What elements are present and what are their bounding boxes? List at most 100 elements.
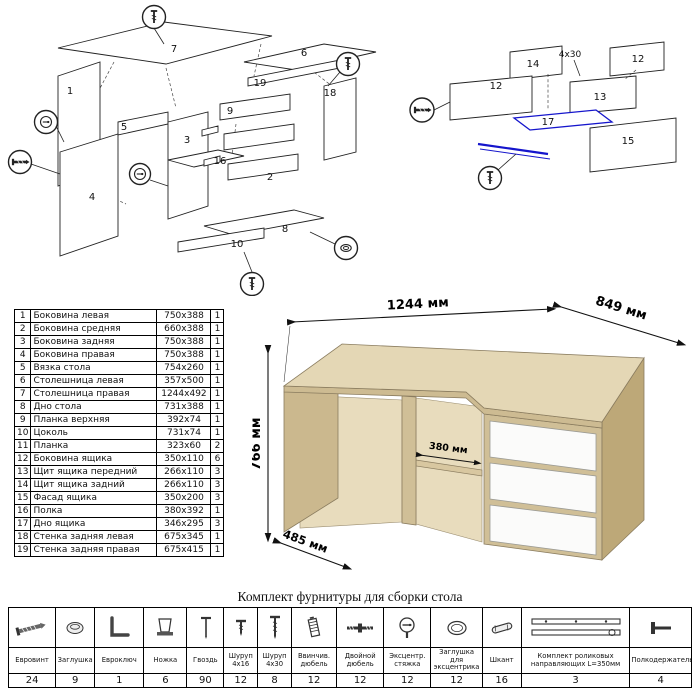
part-size: 660x388 [156,322,212,336]
part-size: 754x260 [156,361,212,375]
hardware-icon-cell [629,607,692,648]
hardware-qty: 12 [383,673,432,688]
drawer-slides-icon [530,617,621,636]
part-size: 392x74 [156,413,212,427]
part-number-label: 12 [632,54,645,65]
exploded-panels [57,21,377,257]
part-number-label: 4 [89,192,95,203]
hardware-icon-cell [257,607,292,648]
hardware-qty-row: 24 9 1 6 90 12 8 12 12 12 12 16 3 4 [7,673,692,688]
part-name: Столешница левая [30,374,158,388]
part-qty: 3 [210,517,225,531]
nail-icon [201,616,212,639]
part-number-label: 17 [542,117,555,128]
hardware-name: Комплект роликовых направляющих L=350мм [520,647,631,674]
drawer-fronts [489,420,597,556]
hardware-name: Гвоздь [186,647,225,674]
part-name: Планка верхняя [30,413,158,427]
part-name: Полка [30,504,158,518]
screw-4x16-icon [235,619,246,636]
hardware-qty: 12 [430,673,483,688]
part-qty: 1 [210,348,225,362]
part-number-label: 7 [171,44,177,55]
part-qty: 1 [210,374,225,388]
part-num: 8 [13,400,32,414]
shelf-support-icon [650,621,671,634]
part-size: 675x345 [156,530,212,544]
exploded-diagram-drawer: 14 12 12 13 17 15 4x30 [409,41,677,191]
desk-body [282,343,645,561]
part-size: 323x60 [156,439,212,453]
hardware-name: Шуруп 4x30 [257,647,292,674]
part-qty: 6 [210,452,225,466]
part-size: 731x388 [156,400,212,414]
hardware-caption: Комплект фурнитуры для сборки стола [237,589,463,604]
hardware-qty: 12 [223,673,259,688]
part-number-label: 16 [214,156,227,167]
double-dowel-icon [347,623,374,632]
hardware-icon-cell [7,607,57,648]
hardware-name: Заглушка для эксцентрика [430,647,483,674]
part-name: Боковина левая [30,309,158,323]
euroscrew-icon [15,622,46,636]
part-size: 266x110 [156,465,212,479]
screw-4x30-icon [269,615,280,639]
part-qty: 1 [210,361,225,375]
part-name: Щит ящика задний [30,478,158,492]
part-size: 357x500 [156,374,212,388]
part-num: 6 [13,374,32,388]
part-number-label: 15 [622,136,635,147]
hardware-qty: 16 [481,673,522,688]
dimension-left-depth-label: 485 мм [281,527,330,556]
part-size: 750x388 [156,348,212,362]
hardware-name: Ввинчив. дюбель [290,647,338,674]
part-qty: 1 [210,322,225,336]
hardware-icon-cell [383,607,432,648]
dimension-height-label: 766 мм [252,418,264,471]
hardware-name: Шуруп 4x16 [223,647,259,674]
hardware-qty: 90 [186,673,225,688]
exploded-diagram-desk: 7 6 19 18 5 3 16 2 9 1 4 10 8 [7,4,377,296]
screw-callout-icons [7,4,361,296]
part-name: Вязка стола [30,361,158,375]
part-number-label: 3 [184,135,190,146]
part-qty: 1 [210,400,225,414]
part-num: 10 [13,426,32,440]
part-name: Щит ящика передний [30,465,158,479]
hardware-qty: 4 [629,673,692,688]
screw-callout-icons [409,97,503,191]
part-name: Столешница правая [30,387,158,401]
threaded-dowel-icon [307,616,321,637]
part-qty: 1 [210,543,225,557]
part-size: 266x110 [156,478,212,492]
hardware-qty: 12 [290,673,338,688]
dimension-lines [264,301,687,570]
hardware-qty: 9 [55,673,96,688]
hardware-name: Эксцентр. стяжка [383,647,432,674]
drawer-panels [449,41,677,173]
hardware-icon-cell [520,607,631,648]
hardware-qty: 24 [7,673,57,688]
part-qty: 3 [210,491,225,505]
hardware-qty: 3 [520,673,631,688]
part-qty: 1 [210,335,225,349]
part-num: 17 [13,517,32,531]
part-number-labels: 14 12 12 13 17 15 4x30 [490,50,645,147]
cap-icon [66,621,84,634]
part-num: 12 [13,452,32,466]
part-num: 15 [13,491,32,505]
part-number-label: 6 [301,48,307,59]
part-number-label: 14 [527,59,540,70]
part-number-label: 10 [231,239,244,250]
